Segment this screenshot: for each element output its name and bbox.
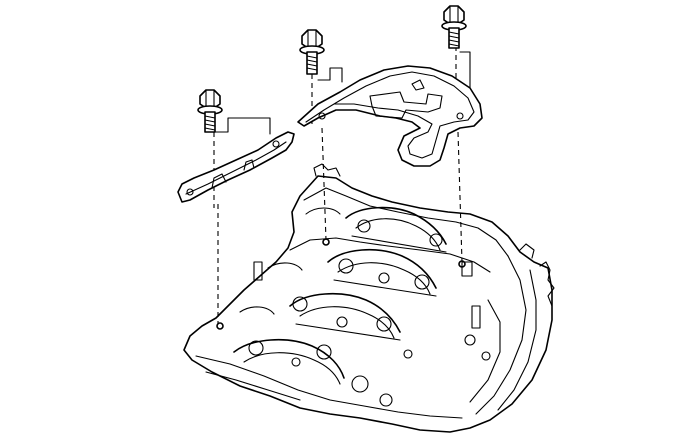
block-bolt-hole-left	[216, 322, 224, 330]
baffle-plate-left	[177, 131, 295, 203]
bearing-saddle-2	[327, 248, 437, 297]
bearing-saddle-3	[289, 292, 401, 341]
bearing-saddle-4	[233, 338, 345, 385]
bolt-left	[197, 89, 223, 133]
bearing-saddle-1	[345, 206, 447, 253]
lower-crankcase	[183, 163, 555, 433]
bolt-middle	[299, 29, 325, 75]
baffle-plate-right	[297, 65, 483, 167]
bolt-right	[441, 5, 467, 49]
